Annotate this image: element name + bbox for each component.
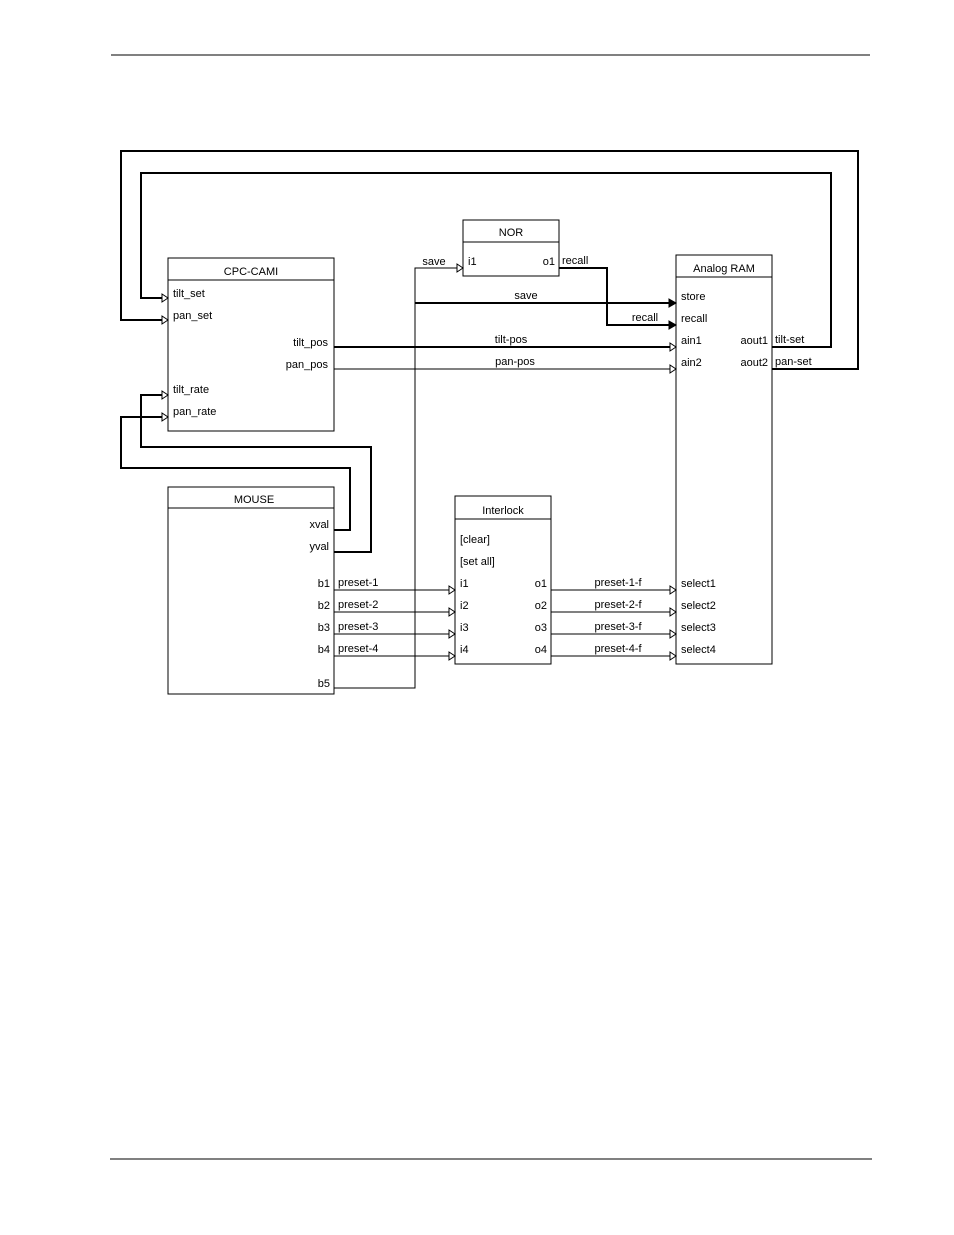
label-preset-3-f: preset-3-f — [594, 621, 642, 633]
cpc-cami-box[interactable] — [167, 257, 335, 432]
ram-port-store: store — [681, 291, 705, 303]
label-preset-4-f: preset-4-f — [594, 643, 642, 655]
label-preset-1: preset-1 — [338, 577, 378, 589]
interlock-title: Interlock — [482, 505, 524, 517]
nor-port-i1: i1 — [468, 256, 477, 268]
ram-port-recall: recall — [681, 313, 707, 325]
arrow-store-in — [668, 298, 678, 308]
wire-recall[interactable] — [559, 267, 671, 326]
block-analog-ram[interactable]: Analog RAM store recall ain1 ain2 aout1 … — [675, 254, 773, 665]
label-preset-2: preset-2 — [338, 599, 378, 611]
arrow-select4-in — [669, 651, 677, 661]
cpc-port-pan-set: pan_set — [173, 310, 212, 322]
mouse-port-b3: b3 — [318, 622, 330, 634]
nor-title: NOR — [499, 227, 524, 239]
arrow-select2-in — [669, 607, 677, 617]
arrow-recall-in — [668, 320, 678, 330]
cpc-port-tilt-rate: tilt_rate — [173, 384, 209, 396]
ram-port-aout1: aout1 — [740, 335, 768, 347]
label-pan-set: pan-set — [775, 356, 812, 368]
block-mouse[interactable]: MOUSE xval yval b1 b2 b3 b4 b5 — [167, 486, 335, 695]
label-save-nor: save — [422, 256, 445, 268]
arrow-interlock-i2-in — [448, 607, 456, 617]
arrow-select1-in — [669, 585, 677, 595]
cpc-cami-title: CPC-CAMI — [224, 266, 278, 278]
interlock-port-o4: o4 — [535, 644, 547, 656]
ram-port-select4: select4 — [681, 644, 716, 656]
ram-port-ain2: ain2 — [681, 357, 702, 369]
nor-port-o1: o1 — [543, 256, 555, 268]
analog-ram-box[interactable] — [675, 254, 773, 665]
wire-save-vertical[interactable] — [334, 267, 458, 689]
arrow-ain1-in — [669, 342, 677, 352]
block-cpc-cami[interactable]: CPC-CAMI tilt_set pan_set tilt_pos pan_p… — [167, 257, 335, 432]
arrow-interlock-i3-in — [448, 629, 456, 639]
interlock-box[interactable] — [454, 495, 552, 665]
block-interlock[interactable]: Interlock [clear] [set all] i1 i2 i3 i4 … — [454, 495, 552, 665]
ram-port-select2: select2 — [681, 600, 716, 612]
arrow-interlock-i1-in — [448, 585, 456, 595]
cpc-port-tilt-pos: tilt_pos — [293, 337, 328, 349]
label-recall-in: recall — [632, 312, 658, 324]
label-preset-2-f: preset-2-f — [594, 599, 642, 611]
block-nor[interactable]: NOR i1 o1 — [462, 219, 560, 277]
interlock-port-clear: [clear] — [460, 534, 490, 546]
interlock-port-o2: o2 — [535, 600, 547, 612]
interlock-port-i2: i2 — [460, 600, 469, 612]
arrow-interlock-i4-in — [448, 651, 456, 661]
interlock-port-o1: o1 — [535, 578, 547, 590]
cpc-port-pan-pos: pan_pos — [286, 359, 329, 371]
label-preset-3: preset-3 — [338, 621, 378, 633]
label-save-store: save — [514, 290, 537, 302]
mouse-port-b2: b2 — [318, 600, 330, 612]
interlock-port-o3: o3 — [535, 622, 547, 634]
analog-ram-title: Analog RAM — [693, 263, 755, 275]
wire-yval-tilt-rate[interactable] — [140, 394, 372, 553]
wire-pan-set-loop[interactable] — [120, 150, 859, 370]
label-preset-1-f: preset-1-f — [594, 577, 642, 589]
ram-port-ain1: ain1 — [681, 335, 702, 347]
interlock-port-i4: i4 — [460, 644, 469, 656]
ram-port-aout2: aout2 — [740, 357, 768, 369]
label-recall-out: recall — [562, 255, 588, 267]
arrow-tilt-rate-in — [161, 390, 169, 400]
label-tilt-pos: tilt-pos — [495, 334, 528, 346]
wire-tilt-set-loop[interactable] — [140, 172, 832, 348]
arrow-pan-rate-in — [161, 412, 169, 422]
mouse-box[interactable] — [167, 486, 335, 695]
interlock-port-i3: i3 — [460, 622, 469, 634]
wire-xval-pan-rate[interactable] — [120, 416, 351, 531]
arrow-nor-i1-in — [456, 263, 464, 273]
nor-box[interactable] — [462, 219, 560, 277]
mouse-port-b1: b1 — [318, 578, 330, 590]
cpc-port-pan-rate: pan_rate — [173, 406, 216, 418]
label-tilt-set: tilt-set — [775, 334, 804, 346]
label-pan-pos: pan-pos — [495, 356, 535, 368]
arrow-select3-in — [669, 629, 677, 639]
mouse-title: MOUSE — [234, 494, 274, 506]
ram-port-select3: select3 — [681, 622, 716, 634]
interlock-port-i1: i1 — [460, 578, 469, 590]
mouse-port-b4: b4 — [318, 644, 330, 656]
interlock-port-set-all: [set all] — [460, 556, 495, 568]
arrow-ain2-in — [669, 364, 677, 374]
arrow-pan-set-in — [161, 315, 169, 325]
mouse-port-yval: yval — [309, 541, 329, 553]
mouse-port-b5: b5 — [318, 678, 330, 690]
arrow-tilt-set-in — [161, 293, 169, 303]
mouse-port-xval: xval — [309, 519, 329, 531]
ram-port-select1: select1 — [681, 578, 716, 590]
cpc-port-tilt-set: tilt_set — [173, 288, 205, 300]
label-preset-4: preset-4 — [338, 643, 378, 655]
